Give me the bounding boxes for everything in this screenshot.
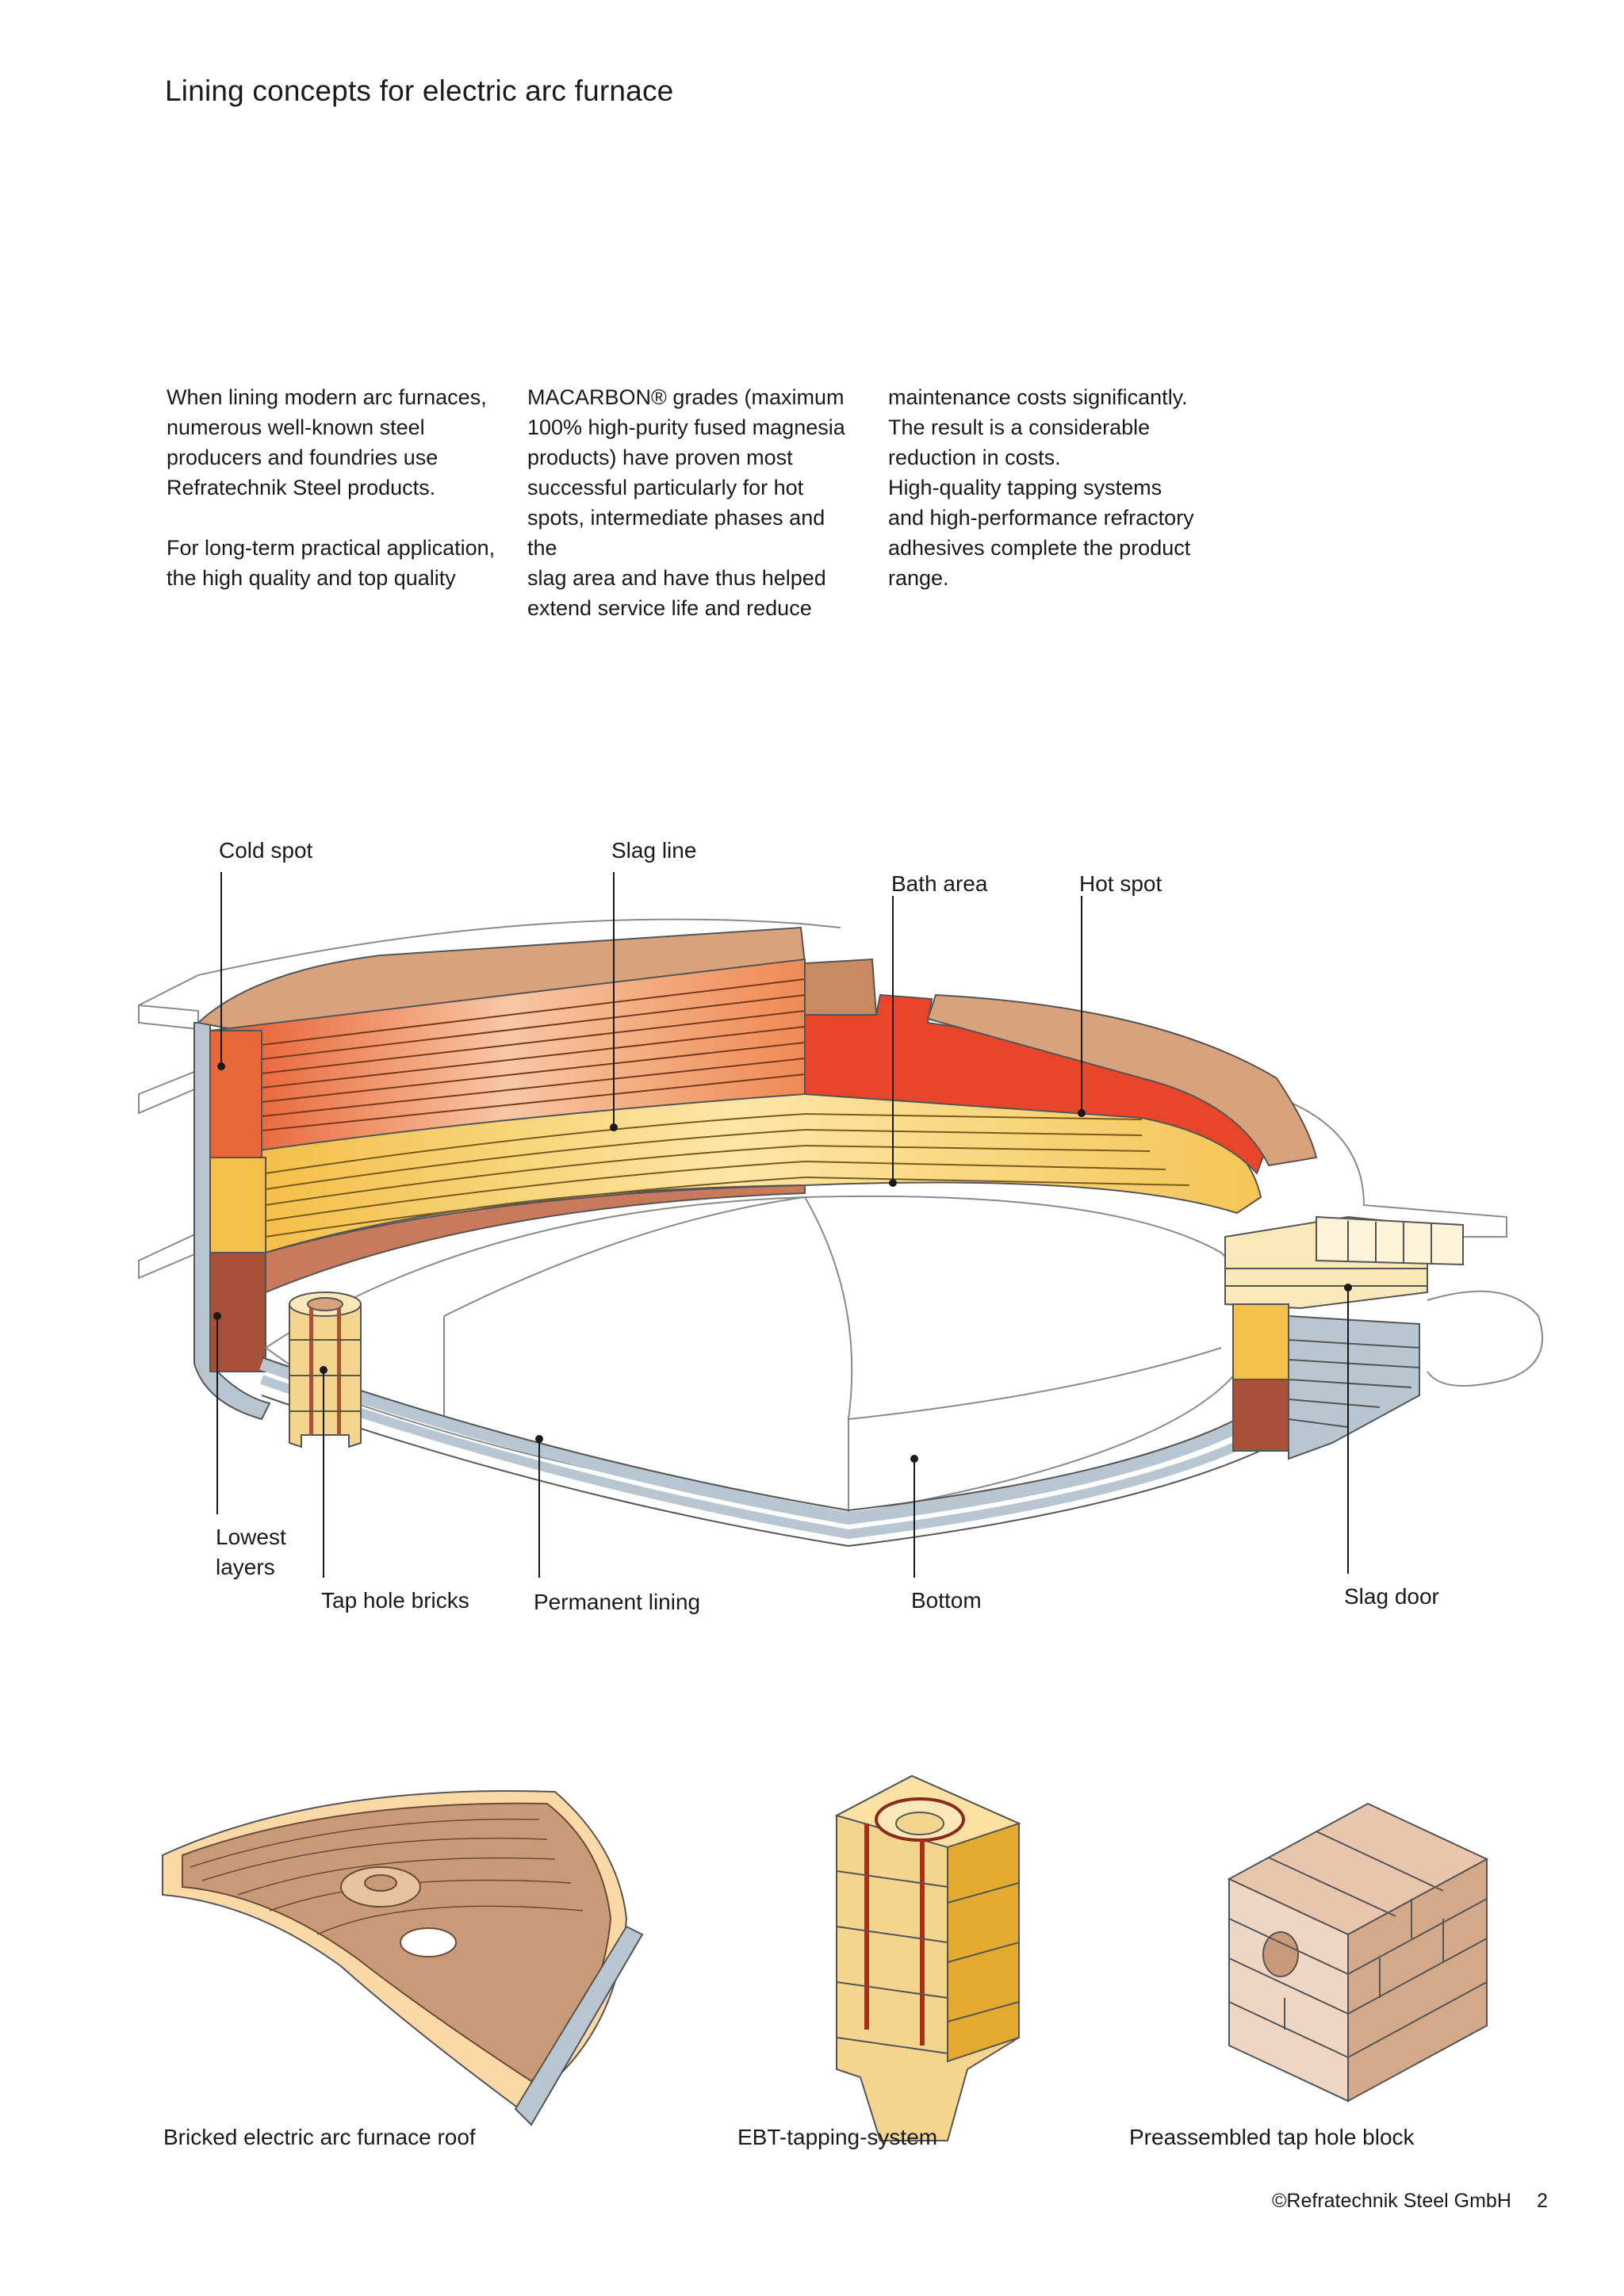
- tap-hole-bricks-drawing: [289, 1292, 362, 1448]
- tap-block-drawing: [1227, 1802, 1489, 2103]
- caption-tap-block: Preassembled tap hole block: [1129, 2125, 1415, 2149]
- wall-lowest-layers: [209, 1184, 806, 1372]
- label-slag-line: Slag line: [611, 838, 697, 863]
- roof-drawing: [162, 1790, 644, 2126]
- label-slag-door: Slag door: [1344, 1584, 1439, 1609]
- intro-column-3: maintenance costs significantly. The res…: [888, 385, 1194, 590]
- ebt-drawing: [834, 1774, 1021, 2141]
- label-lowest-layers: Lowest layers: [216, 1525, 286, 1579]
- intro-column-1: When lining modern arc furnaces, numerou…: [167, 385, 496, 590]
- label-tap-hole-bricks: Tap hole bricks: [321, 1588, 469, 1613]
- page-title: Lining concepts for electric arc furnace: [165, 75, 674, 107]
- page-number: 2: [1537, 2190, 1548, 2212]
- label-bath-area: Bath area: [891, 871, 988, 896]
- label-hot-spot: Hot spot: [1079, 871, 1162, 896]
- label-bottom: Bottom: [911, 1588, 982, 1613]
- leader-lines: [213, 872, 1352, 1578]
- furnace-shell: [138, 918, 1543, 1387]
- footer-copyright: ©Refratechnik Steel GmbH: [1272, 2190, 1511, 2212]
- intro-column-2: MACARBON® grades (maximum 100% high-puri…: [527, 385, 845, 620]
- label-permanent-lining: Permanent lining: [534, 1590, 701, 1614]
- wall-tan-top: [196, 926, 806, 1036]
- label-cold-spot: Cold spot: [219, 838, 313, 863]
- caption-ebt: EBT-tapping-system: [737, 2125, 938, 2149]
- slag-door-drawing: [1224, 1215, 1464, 1460]
- caption-roof: Bricked electric arc furnace roof: [163, 2125, 476, 2149]
- wall-hot-spot: [804, 958, 1318, 1175]
- wall-bath-area: [209, 1093, 1262, 1253]
- permanent-lining-floor: [259, 1357, 1270, 1548]
